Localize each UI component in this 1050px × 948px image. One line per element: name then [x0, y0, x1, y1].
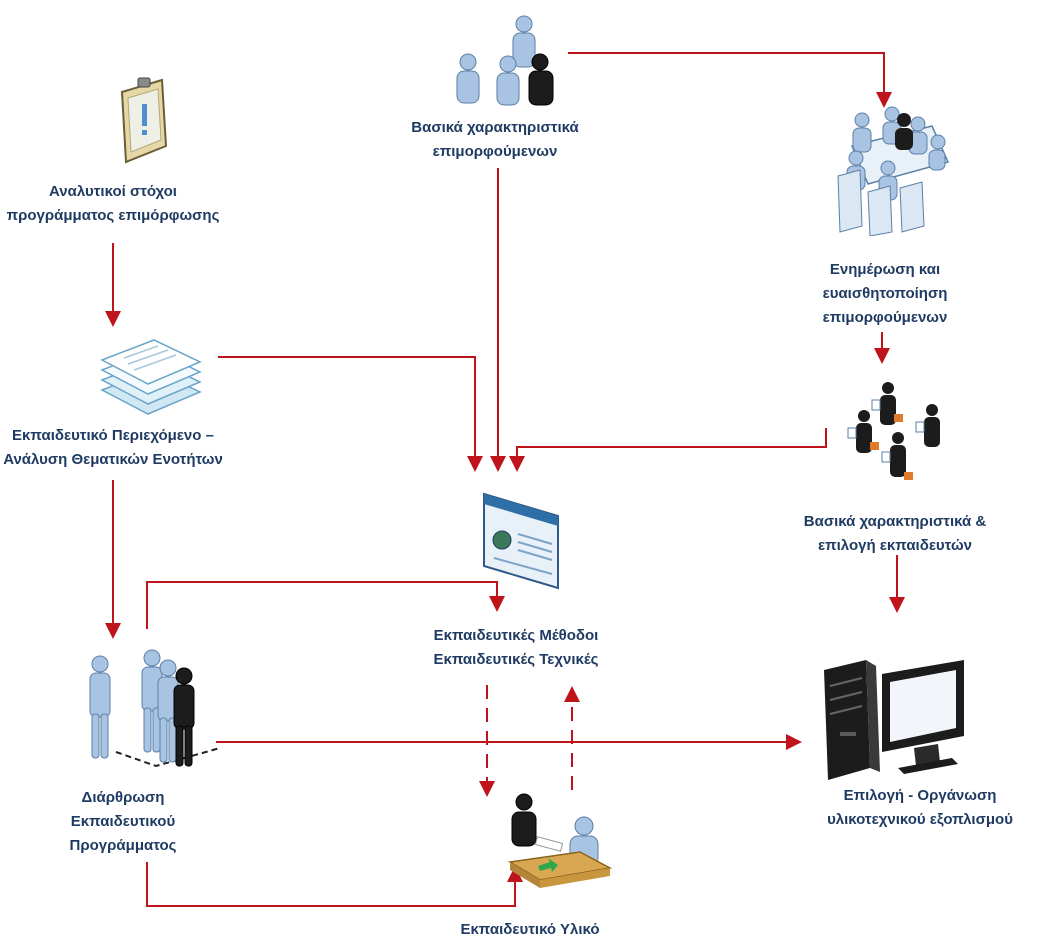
- label-line: επιμορφούμενων: [822, 309, 948, 326]
- label-line: Ενημέρωση και: [829, 261, 941, 278]
- label-content: Εκπαιδευτικό Περιεχόμενο – Ανάλυση Θεματ…: [0, 424, 226, 472]
- computer-icon: [824, 660, 964, 780]
- desk-handover-icon: [507, 793, 612, 888]
- arrow-structure-to-methods: [146, 581, 505, 629]
- meeting-table-icon: [837, 106, 950, 236]
- label-briefing: Ενημέρωση και ευαισθητοποίηση επιμορφούμ…: [770, 258, 1000, 330]
- arrow-structure-to-material: [146, 862, 523, 907]
- label-line: ευαισθητοποίηση: [822, 285, 948, 302]
- label-line: Εκπαιδευτικού: [70, 813, 176, 830]
- label-line: Διάρθρωση: [81, 789, 165, 806]
- arrow-trainees-to-briefing: [568, 52, 892, 108]
- label-line: επιλογή εκπαιδευτών: [818, 537, 972, 554]
- documents-stack-icon: [100, 339, 202, 415]
- arrow-content-to-methods: [218, 356, 483, 472]
- label-trainers: Βασικά χαρακτηριστικά & επιλογή εκπαιδευ…: [760, 510, 1030, 558]
- label-line: Εκπαιδευτικό Περιεχόμενο –: [12, 427, 214, 444]
- label-line: Επιλογή - Οργάνωση: [843, 787, 997, 804]
- people-queue-icon: [89, 649, 220, 768]
- label-line: Αναλυτικοί στόχοι: [49, 183, 177, 200]
- label-methods: Εκπαιδευτικές Μέθοδοι Εκπαιδευτικές Τεχν…: [376, 624, 656, 672]
- label-trainees: Βασικά χαρακτηριστικά επιμορφούμενων: [350, 116, 640, 164]
- label-line: υλικοτεχνικού εξοπλισμού: [827, 811, 1013, 828]
- web-page-icon: [483, 492, 559, 590]
- label-line: Βασικά χαρακτηριστικά: [411, 119, 579, 136]
- arrow-trainers-to-methods: [509, 428, 827, 472]
- clipboard-icon: [120, 77, 168, 164]
- label-line: Εκπαιδευτικές Μέθοδοι: [433, 627, 599, 644]
- label-line: Ανάλυση Θεματικών Ενοτήτων: [3, 451, 223, 468]
- label-line: προγράμματος επιμόρφωσης: [6, 207, 220, 224]
- label-line: Προγράμματος: [69, 837, 177, 854]
- label-line: Εκπαιδευτικές Τεχνικές: [433, 651, 599, 668]
- label-line: Εκπαιδευτικό Υλικό: [460, 921, 600, 938]
- label-objectives: Αναλυτικοί στόχοι προγράμματος επιμόρφωσ…: [0, 180, 226, 228]
- people-group-icon: [456, 15, 554, 106]
- label-material: Εκπαιδευτικό Υλικό: [430, 918, 630, 942]
- trainers-icon: [847, 382, 940, 480]
- label-line: επιμορφούμενων: [432, 143, 558, 160]
- label-equipment: Επιλογή - Οργάνωση υλικοτεχνικού εξοπλισ…: [795, 784, 1045, 832]
- label-structure: Διάρθρωση Εκπαιδευτικού Προγράμματος: [48, 786, 198, 858]
- label-line: Βασικά χαρακτηριστικά &: [803, 513, 987, 530]
